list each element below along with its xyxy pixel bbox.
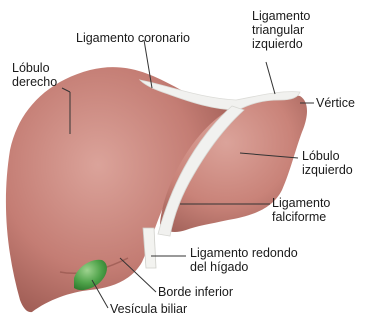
- label-ligamento-triangular-izquierdo: Ligamento triangular izquierdo: [252, 9, 310, 51]
- round-ligament: [143, 228, 156, 268]
- leader-triangular: [266, 62, 275, 94]
- label-ligamento-redondo: Ligamento redondo del hígado: [190, 246, 298, 274]
- label-vertice: Vértice: [316, 96, 355, 110]
- label-vesicula-biliar: Vesícula biliar: [110, 302, 187, 316]
- label-ligamento-coronario: Ligamento coronario: [76, 31, 190, 45]
- label-lobulo-izquierdo: Lóbulo izquierdo: [302, 149, 353, 177]
- label-lobulo-derecho: Lóbulo derecho: [12, 61, 57, 89]
- label-ligamento-falciforme: Ligamento falciforme: [272, 196, 330, 224]
- label-borde-inferior: Borde inferior: [158, 285, 233, 299]
